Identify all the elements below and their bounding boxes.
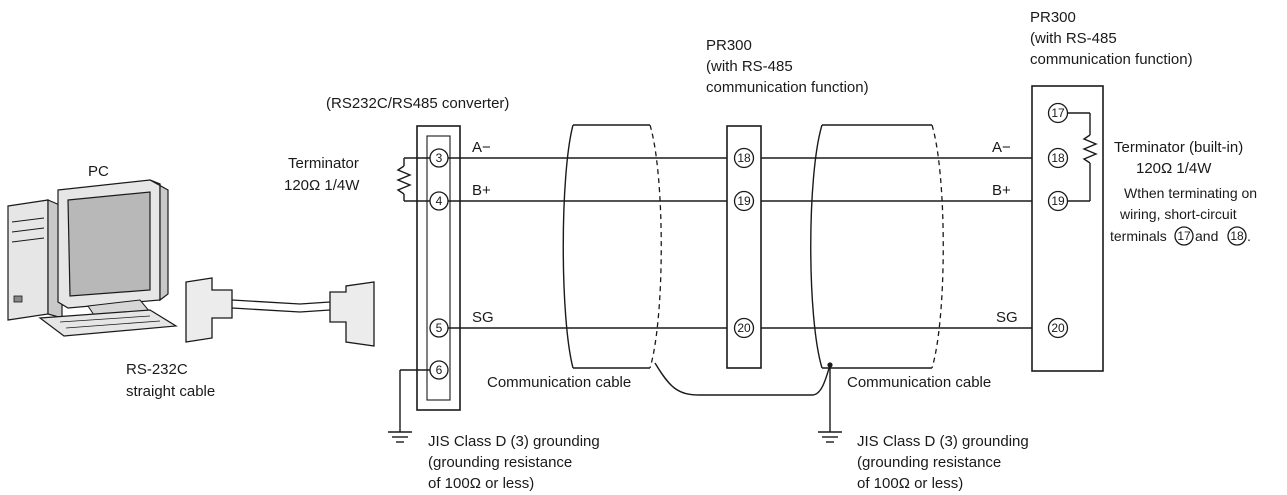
svg-text:17: 17 bbox=[1051, 106, 1065, 120]
pr300-right-terminal-19: 19 bbox=[1047, 190, 1069, 212]
converter-inner-frame bbox=[426, 135, 451, 401]
cable-ground-line3: of 100Ω or less) bbox=[857, 475, 963, 492]
svg-text:19: 19 bbox=[737, 194, 751, 208]
svg-text:19: 19 bbox=[1051, 194, 1065, 208]
pc-computer-icon bbox=[7, 179, 178, 337]
svg-text:3: 3 bbox=[436, 151, 443, 165]
pr300-right-terminal-17: 17 bbox=[1047, 102, 1069, 124]
rs232c-label-line2: straight cable bbox=[126, 383, 215, 400]
converter-ground-icon bbox=[388, 369, 430, 443]
signal-sg-right: SG bbox=[996, 309, 1018, 326]
builtin-terminator-value: 120Ω 1/4W bbox=[1136, 160, 1212, 177]
pr300-right-title-line1: PR300 bbox=[1030, 9, 1076, 26]
cable-ground-line1: JIS Class D (3) grounding bbox=[857, 433, 1029, 450]
svg-text:17: 17 bbox=[1177, 229, 1191, 243]
pr300-mid-title-line1: PR300 bbox=[706, 37, 752, 54]
termination-note-line1: Wthen terminating on bbox=[1124, 185, 1257, 201]
converter-ground-line2: (grounding resistance bbox=[428, 454, 572, 471]
svg-text:18: 18 bbox=[1051, 151, 1065, 165]
termination-note-terminal-18: 18 bbox=[1227, 226, 1247, 246]
pr300-right-block bbox=[1031, 85, 1104, 372]
converter-terminator-value: 120Ω 1/4W bbox=[284, 177, 360, 194]
pr300-right-terminal-20: 20 bbox=[1047, 317, 1069, 339]
communication-cable-right-icon bbox=[810, 124, 944, 369]
rs232c-cable-icon bbox=[185, 277, 375, 347]
converter-terminal-4: 4 bbox=[429, 191, 449, 211]
signal-b-plus-left: B+ bbox=[472, 182, 491, 199]
pr300-mid-title-line2: (with RS-485 bbox=[706, 58, 793, 75]
pr300-right-title-line2: (with RS-485 bbox=[1030, 30, 1117, 47]
termination-note-and: and bbox=[1195, 228, 1218, 244]
termination-note-end: . bbox=[1247, 228, 1251, 244]
termination-note-terminal-17: 17 bbox=[1174, 226, 1194, 246]
signal-a-minus-left: A− bbox=[472, 139, 491, 156]
cable-ground-icon bbox=[818, 365, 842, 443]
converter-terminator-label: Terminator bbox=[288, 155, 359, 172]
pr300-right-terminal-18: 18 bbox=[1047, 147, 1069, 169]
signal-sg-left: SG bbox=[472, 309, 494, 326]
svg-text:20: 20 bbox=[1051, 321, 1065, 335]
signal-b-plus-right: B+ bbox=[992, 182, 1011, 199]
pr300-mid-terminal-20: 20 bbox=[733, 317, 755, 339]
converter-terminal-6: 6 bbox=[429, 360, 449, 380]
builtin-terminator-resistor-icon bbox=[1067, 112, 1098, 202]
svg-text:4: 4 bbox=[436, 194, 443, 208]
pr300-mid-title-line3: communication function) bbox=[706, 79, 869, 96]
pr300-mid-terminal-18: 18 bbox=[733, 147, 755, 169]
converter-ground-line1: JIS Class D (3) grounding bbox=[428, 433, 600, 450]
cable-ground-line2: (grounding resistance bbox=[857, 454, 1001, 471]
termination-note-line2: wiring, short-circuit bbox=[1119, 206, 1237, 222]
builtin-terminator-label: Terminator (built-in) bbox=[1114, 139, 1243, 156]
svg-text:18: 18 bbox=[737, 151, 751, 165]
pr300-right-title-line3: communication function) bbox=[1030, 51, 1193, 68]
communication-cable-left-label: Communication cable bbox=[487, 374, 631, 391]
rs232c-label-line1: RS-232C bbox=[126, 361, 188, 378]
pr300-mid-terminal-19: 19 bbox=[733, 190, 755, 212]
communication-cable-left-icon bbox=[562, 124, 662, 369]
converter-ground-line3: of 100Ω or less) bbox=[428, 475, 534, 492]
svg-text:5: 5 bbox=[436, 321, 443, 335]
converter-terminal-5: 5 bbox=[429, 318, 449, 338]
converter-title: (RS232C/RS485 converter) bbox=[326, 95, 509, 112]
pc-label: PC bbox=[88, 163, 109, 180]
svg-text:18: 18 bbox=[1230, 229, 1244, 243]
svg-text:6: 6 bbox=[436, 363, 443, 377]
converter-terminator-resistor-icon bbox=[396, 157, 430, 202]
signal-a-minus-right: A− bbox=[992, 139, 1011, 156]
converter-terminal-3: 3 bbox=[429, 148, 449, 168]
communication-cable-right-label: Communication cable bbox=[847, 374, 991, 391]
svg-text:20: 20 bbox=[737, 321, 751, 335]
termination-note-terminals: terminals bbox=[1110, 228, 1167, 244]
